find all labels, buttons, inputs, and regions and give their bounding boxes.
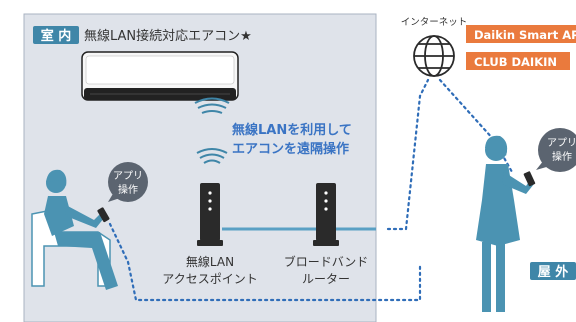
- service-badge-1-bg: [466, 25, 576, 43]
- app-bubble-outdoor: アプリ 操作: [536, 128, 576, 172]
- service-badge-2-bg: [466, 52, 570, 70]
- indoor-badge-bg: [33, 26, 79, 44]
- air-conditioner-icon: [81, 51, 239, 101]
- outdoor-badge: 屋 外: [538, 264, 569, 280]
- router-icon: [313, 183, 339, 246]
- globe-icon: [413, 35, 455, 77]
- service-badge-2: CLUB DAIKIN: [474, 55, 557, 69]
- aircon-title: 無線LAN接続対応エアコン★: [84, 28, 252, 44]
- wifi-signal-icon: [196, 148, 228, 164]
- outdoor-badge-bg: [530, 262, 576, 280]
- app-bubble-indoor-line2: 操作: [118, 183, 138, 196]
- indoor-badge: 室 内: [41, 28, 72, 44]
- internet-label: インターネット: [401, 17, 468, 28]
- ap-label-line2: アクセスポイント: [162, 272, 257, 286]
- wifi-signal-icon: [194, 97, 230, 114]
- wireless-caption-line2: エアコンを遠隔操作: [232, 141, 349, 157]
- service-badge-1: Daikin Smart AP: [474, 28, 576, 42]
- person-seated-icon: [31, 169, 118, 290]
- ap-label-line1: 無線LAN: [186, 254, 234, 269]
- access-point-icon: [197, 183, 223, 246]
- app-bubble-indoor: アプリ 操作: [108, 162, 148, 202]
- wireless-caption-line1: 無線LANを利用して: [232, 122, 352, 138]
- router-label-line1: ブロードバンド: [284, 254, 369, 269]
- person-standing-icon: [476, 135, 536, 312]
- app-bubble-outdoor-line1: アプリ: [547, 137, 576, 149]
- router-label-line2: ルーター: [302, 272, 350, 286]
- app-bubble-outdoor-line2: 操作: [552, 150, 572, 163]
- app-bubble-indoor-line1: アプリ: [113, 170, 143, 182]
